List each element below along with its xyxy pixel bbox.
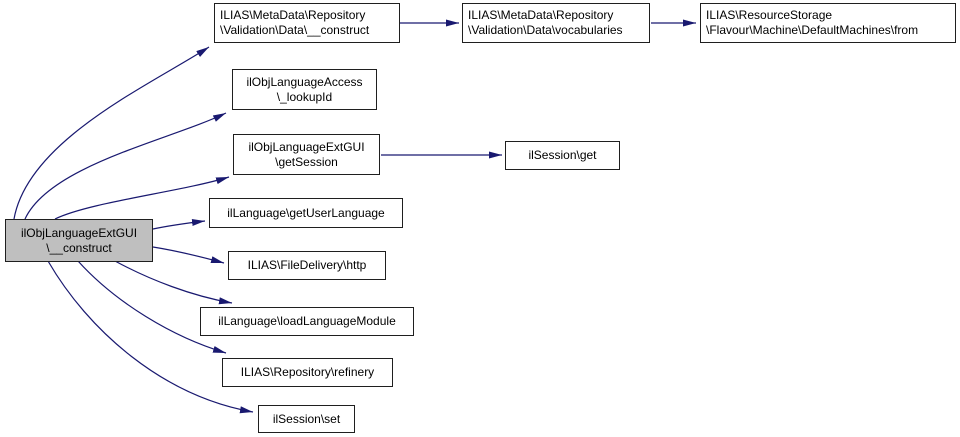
node-label: ILIAS\MetaData\Repository \Validation\Da… (220, 8, 370, 37)
node-label: ilSession\get (528, 148, 597, 162)
node-illanguage-loadlanguagemodule[interactable]: ilLanguage\loadLanguageModule (200, 307, 414, 336)
edge-root-to-lookup-id (24, 112, 227, 220)
node-label: ilSession\set (272, 411, 341, 426)
node-resourcestorage-defaultmachines-from[interactable]: ILIAS\ResourceStorage \Flavour\Machine\D… (700, 3, 956, 43)
node-label: ilObjLanguageExtGUI \__construct (20, 225, 138, 255)
node-label: ILIAS\Repository\refinery (240, 365, 375, 379)
node-illanguage-getuserlanguage[interactable]: ilLanguage\getUserLanguage (209, 198, 403, 228)
node-label: ILIAS\ResourceStorage \Flavour\Machine\D… (706, 8, 919, 37)
node-label: ILIAS\FileDelivery\http (247, 258, 367, 272)
node-ilias-filedelivery-http[interactable]: ILIAS\FileDelivery\http (228, 251, 386, 280)
edge-root-to-md-construct (13, 46, 210, 220)
node-label: ILIAS\MetaData\Repository \Validation\Da… (468, 8, 623, 37)
node-ilobjlanguageaccess-lookupid[interactable]: ilObjLanguageAccess \_lookupId (232, 69, 377, 110)
node-ilobjlanguageextgui-construct[interactable]: ilObjLanguageExtGUI \__construct (5, 219, 153, 262)
node-label: ilObjLanguageAccess \_lookupId (246, 74, 363, 104)
edge-root-to-get-session (54, 176, 230, 220)
edge-root-to-get-user-language (152, 219, 206, 230)
node-ilsession-get[interactable]: ilSession\get (505, 141, 620, 170)
node-metadata-validation-data-vocabularies[interactable]: ILIAS\MetaData\Repository \Validation\Da… (462, 3, 650, 43)
edge-root-to-refinery (77, 260, 227, 354)
node-label: ilLanguage\getUserLanguage (227, 205, 385, 220)
node-ilias-repository-refinery[interactable]: ILIAS\Repository\refinery (222, 358, 393, 387)
node-ilobjlanguageextgui-getsession[interactable]: ilObjLanguageExtGUI \getSession (233, 134, 380, 175)
node-ilsession-set[interactable]: ilSession\set (258, 405, 355, 433)
edge-root-to-session-set (47, 260, 254, 414)
node-label: ilObjLanguageExtGUI \getSession (248, 139, 365, 169)
edge-root-to-file-delivery-http (152, 246, 225, 264)
node-metadata-validation-data-construct[interactable]: ILIAS\MetaData\Repository \Validation\Da… (214, 3, 400, 43)
edge-root-to-load-lang-module (114, 260, 233, 305)
node-label: ilLanguage\loadLanguageModule (218, 314, 396, 328)
